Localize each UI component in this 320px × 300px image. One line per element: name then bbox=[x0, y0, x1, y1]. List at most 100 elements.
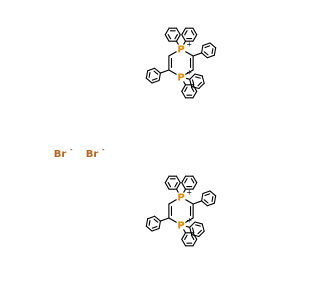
phenyl-bond bbox=[181, 84, 187, 92]
bromide-charge: - bbox=[102, 146, 105, 154]
phenyl-bond bbox=[194, 221, 203, 225]
phenyl-bond-inner bbox=[167, 182, 172, 188]
phenyl-bond bbox=[206, 54, 215, 59]
phenyl-bond-inner bbox=[203, 199, 209, 204]
phenyl-bond bbox=[164, 175, 170, 184]
phenyl-bond bbox=[201, 44, 204, 54]
phenyl-bond bbox=[201, 200, 208, 207]
diphosphonium-cation: P+P+ bbox=[145, 27, 217, 99]
bromide-charge: - bbox=[70, 146, 73, 154]
phenyl-bond bbox=[192, 27, 198, 36]
phenyl-link-bond bbox=[192, 200, 203, 205]
phenyl-bond bbox=[181, 238, 187, 247]
phenyl-link-bond bbox=[192, 52, 203, 57]
phenyl-bond-inner bbox=[197, 81, 202, 87]
phenyl-bond-inner bbox=[151, 225, 158, 229]
phenyl-bond bbox=[181, 232, 187, 240]
phenyl-bond bbox=[175, 34, 181, 42]
phenyl-ring bbox=[181, 84, 198, 99]
phosphorus-atom-mask bbox=[175, 71, 187, 83]
phenyl-bond-inner bbox=[195, 76, 201, 79]
phenyl-bond-inner bbox=[195, 224, 201, 227]
phenyl-bond-inner bbox=[190, 86, 195, 92]
phosphorus-atom: P bbox=[177, 193, 184, 204]
phosphorus-atom-mask bbox=[175, 219, 187, 231]
phenyl-bond bbox=[209, 190, 217, 197]
phenyl-bond bbox=[192, 34, 198, 42]
phenyl-bond bbox=[181, 34, 187, 42]
phenyl-ring bbox=[181, 175, 198, 190]
phenyl-bond bbox=[198, 230, 205, 238]
phenyl-bond-inner bbox=[151, 77, 158, 81]
molecule-diagram: P+P+P+P+Br-Br- bbox=[54, 27, 217, 247]
phenyl-bond bbox=[158, 220, 161, 230]
phenyl-ring bbox=[201, 190, 217, 207]
phenyl-bond-inner bbox=[184, 30, 188, 36]
phenyl-ring bbox=[145, 215, 161, 232]
phenyl-bond bbox=[191, 86, 200, 90]
phenyl-bond bbox=[181, 27, 187, 36]
phenyl-bond bbox=[201, 52, 208, 59]
phenyl-bond bbox=[206, 202, 215, 207]
phenyl-bond bbox=[189, 78, 193, 88]
phenyl-bond bbox=[209, 42, 217, 49]
phosphorus-atom-charge: + bbox=[186, 189, 192, 197]
phenyl-bond bbox=[189, 226, 193, 236]
phenyl-bond bbox=[201, 192, 204, 202]
phenyl-bond-inner bbox=[211, 196, 214, 202]
phenyl-bond-inner bbox=[204, 193, 211, 197]
phosphorus-atom: P bbox=[177, 73, 184, 84]
phenyl-bond-inner bbox=[148, 220, 151, 226]
phenyl-ring bbox=[181, 232, 198, 247]
phenyl-bond bbox=[145, 218, 149, 227]
phenyl-bond-inner bbox=[148, 72, 151, 78]
phenyl-bond bbox=[202, 190, 211, 195]
phenyl-bond-inner bbox=[174, 34, 178, 40]
phenyl-bond-inner bbox=[192, 227, 195, 234]
phenyl-bond bbox=[147, 67, 156, 72]
phenyl-bond-inner bbox=[153, 70, 159, 75]
phenyl-bond bbox=[145, 225, 153, 232]
phenyl-bond bbox=[164, 34, 170, 42]
phenyl-bond bbox=[164, 182, 170, 190]
phosphorus-atom-mask bbox=[175, 191, 187, 203]
phenyl-bond bbox=[213, 195, 217, 204]
phenyl-bond bbox=[181, 175, 187, 184]
phosphorus-atom-charge: + bbox=[186, 217, 192, 225]
phenyl-bond bbox=[213, 47, 217, 56]
phenyl-bond-inner bbox=[192, 79, 195, 86]
phenyl-bond bbox=[201, 75, 205, 84]
counterions: Br-Br- bbox=[54, 146, 105, 160]
phenyl-ring bbox=[145, 67, 161, 84]
phosphorus-atom: P bbox=[177, 45, 184, 56]
phenyl-ring bbox=[189, 221, 205, 238]
phosphorus-atom-charge: + bbox=[186, 69, 192, 77]
phenyl-bond bbox=[151, 79, 160, 84]
phenyl-bond-inner bbox=[167, 34, 172, 40]
phenyl-bond bbox=[151, 227, 160, 232]
phenyl-bond bbox=[198, 82, 205, 90]
phenyl-bond bbox=[192, 238, 198, 247]
phenyl-bond-inner bbox=[211, 48, 214, 54]
phenyl-bond bbox=[192, 84, 198, 92]
phenyl-bond-inner bbox=[203, 51, 209, 56]
phenyl-ring bbox=[164, 175, 181, 190]
phosphorus-atom: P bbox=[177, 221, 184, 232]
bromide-ion: Br bbox=[54, 149, 67, 160]
phenyl-bond bbox=[191, 234, 200, 238]
phenyl-bond bbox=[181, 182, 187, 190]
phenyl-bond-inner bbox=[197, 229, 202, 235]
phenyl-bond bbox=[158, 72, 161, 82]
phenyl-bond bbox=[145, 77, 153, 84]
phenyl-bond bbox=[154, 215, 161, 222]
phenyl-bond bbox=[145, 70, 149, 79]
phenyl-bond-inner bbox=[190, 178, 195, 184]
phenyl-bond bbox=[194, 73, 203, 77]
phenyl-bond bbox=[201, 223, 205, 232]
phosphorus-atom-mask bbox=[175, 43, 187, 55]
phenyl-bond-inner bbox=[184, 86, 188, 92]
phenyl-bond-inner bbox=[174, 182, 178, 188]
phenyl-bond-inner bbox=[190, 234, 195, 240]
phenyl-ring bbox=[181, 27, 198, 42]
phenyl-link-bond bbox=[159, 217, 170, 222]
